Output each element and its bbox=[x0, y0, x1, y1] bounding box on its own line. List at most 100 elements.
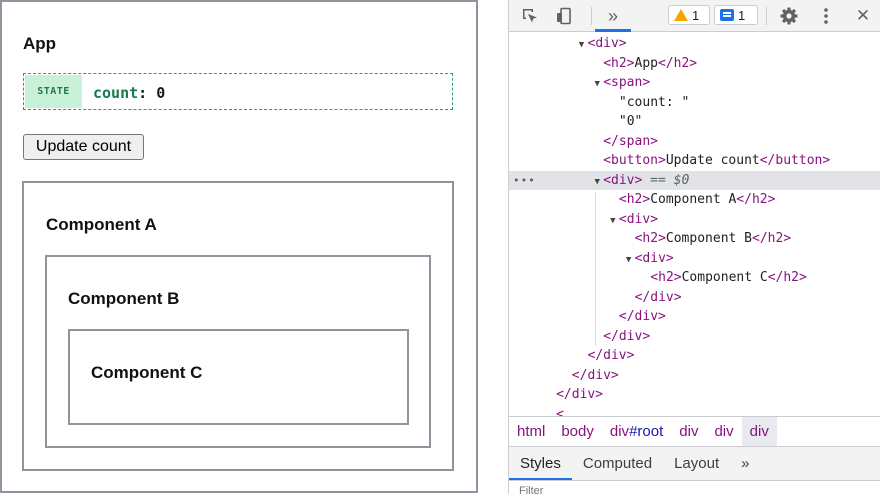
app-frame-border bbox=[0, 0, 478, 493]
dom-node-line[interactable]: <h2>App</h2> bbox=[509, 54, 880, 73]
devtools-panel: » 1 1 ✕ ▼<div><h2>App</h2>▼<span>"count:… bbox=[508, 0, 880, 496]
component-a-box bbox=[22, 181, 454, 471]
dom-node-line[interactable]: ▼<div> bbox=[509, 34, 880, 53]
state-colon: : bbox=[138, 84, 157, 102]
dom-node-content: </div> bbox=[623, 288, 682, 307]
html-tag: </h2> bbox=[657, 55, 698, 71]
node-text: "count: " bbox=[618, 94, 690, 110]
settings-gear-icon[interactable] bbox=[779, 6, 799, 26]
breadcrumb-item[interactable]: div#root bbox=[602, 417, 671, 446]
component-b-box bbox=[45, 255, 431, 448]
close-icon[interactable]: ✕ bbox=[855, 6, 871, 25]
html-tag: </div> bbox=[618, 309, 666, 324]
expand-triangle-icon[interactable]: ▼ bbox=[625, 254, 632, 265]
component-b-title: Component B bbox=[68, 289, 180, 308]
state-value: 0 bbox=[156, 84, 166, 102]
html-tag: </button> bbox=[759, 153, 831, 168]
dom-node-line[interactable]: </div> bbox=[509, 327, 880, 346]
html-tag: </div> bbox=[556, 387, 604, 402]
html-tag: </h2> bbox=[752, 231, 792, 246]
dom-node-line[interactable]: ▼<div> bbox=[509, 210, 880, 229]
html-tag: <h2> bbox=[618, 192, 651, 207]
dom-node-content: ▼<div> == $0 bbox=[591, 171, 689, 192]
indent-guide bbox=[595, 192, 596, 346]
dom-node-line[interactable]: </div> bbox=[509, 307, 880, 326]
html-tag: </div> bbox=[587, 348, 635, 363]
node-actions-dots[interactable]: ••• bbox=[513, 173, 536, 187]
warnings-count: 1 bbox=[692, 7, 700, 23]
messages-count: 1 bbox=[738, 7, 746, 23]
dom-node-line[interactable]: </div> bbox=[509, 288, 880, 307]
update-count-button[interactable]: Update count bbox=[23, 134, 144, 160]
expand-triangle-icon[interactable]: ▼ bbox=[594, 79, 600, 89]
dom-node-line[interactable]: ▼<div> bbox=[509, 249, 880, 268]
tab-layout[interactable]: Layout bbox=[674, 455, 720, 472]
html-tag: <div> bbox=[587, 36, 627, 51]
expand-triangle-icon[interactable]: ▼ bbox=[610, 215, 616, 226]
more-options-kebab-icon[interactable] bbox=[816, 6, 836, 26]
dom-node-content: <h2>Component C</h2> bbox=[638, 268, 807, 287]
more-tabs-chevron-icon[interactable]: » bbox=[607, 5, 618, 26]
html-tag: <h2> bbox=[603, 55, 635, 71]
html-tag: </span> bbox=[603, 133, 658, 149]
styles-panel-tabs: Styles Computed Layout » bbox=[509, 447, 880, 481]
dom-node-line[interactable]: </div> bbox=[509, 366, 880, 385]
dom-node-line[interactable]: ••• ▼<div> == $0 bbox=[509, 170, 880, 192]
dom-node-content: </div> bbox=[544, 385, 603, 404]
dom-node-line[interactable]: <h2>Component C</h2> bbox=[509, 268, 880, 287]
dom-node-content: "count: " bbox=[607, 93, 689, 112]
dom-node-line[interactable]: <button>Update count</button> bbox=[509, 151, 880, 170]
dom-node-content: </div> bbox=[560, 366, 619, 385]
breadcrumb-item[interactable]: div bbox=[706, 417, 741, 446]
device-toolbar-icon[interactable] bbox=[554, 6, 574, 26]
state-display: STATE count: 0 bbox=[23, 73, 453, 110]
dom-node-line[interactable]: </span> bbox=[509, 132, 880, 151]
breadcrumb-tag: body bbox=[561, 423, 594, 440]
styles-filter-input[interactable] bbox=[519, 486, 709, 496]
dom-node-content: </div> bbox=[607, 307, 666, 326]
dom-node-content: <button>Update count</button> bbox=[591, 151, 830, 170]
toolbar-separator bbox=[591, 7, 592, 25]
dom-node-line[interactable]: <h2>Component A</h2> bbox=[509, 190, 880, 209]
dom-node-content: <h2>App</h2> bbox=[591, 54, 697, 73]
html-tag: </div> bbox=[603, 328, 651, 344]
dom-node-content: ▼<div> bbox=[623, 249, 674, 270]
dom-node-content: <h2>Component A</h2> bbox=[607, 190, 776, 209]
warnings-badge[interactable]: 1 bbox=[668, 5, 710, 25]
dom-node-line[interactable]: "0" bbox=[509, 112, 880, 131]
breadcrumb-tag: div bbox=[749, 423, 769, 440]
tab-computed[interactable]: Computed bbox=[582, 455, 653, 472]
dom-node-line[interactable]: < bbox=[509, 405, 880, 417]
html-tag: <span> bbox=[603, 75, 651, 90]
dom-node-content: </div> bbox=[576, 346, 635, 365]
dom-node-content: ▼<span> bbox=[591, 73, 650, 94]
html-tag: <h2> bbox=[634, 231, 666, 246]
expand-triangle-icon[interactable]: ▼ bbox=[578, 40, 585, 50]
more-panels-chevron-icon[interactable]: » bbox=[741, 455, 750, 472]
expand-triangle-icon[interactable]: ▼ bbox=[594, 176, 600, 187]
dom-node-line[interactable]: </div> bbox=[509, 346, 880, 365]
dom-node-content: </span> bbox=[591, 132, 658, 151]
breadcrumb-item[interactable]: html bbox=[509, 417, 553, 446]
dom-node-line[interactable]: "count: " bbox=[509, 93, 880, 112]
component-a-title: Component A bbox=[46, 215, 157, 234]
dom-node-line[interactable]: <h2>Component B</h2> bbox=[509, 229, 880, 248]
messages-badge[interactable]: 1 bbox=[714, 5, 758, 25]
dom-node-line[interactable]: ▼<span> bbox=[509, 73, 880, 92]
breadcrumb-item[interactable]: div bbox=[671, 417, 706, 446]
dom-node-content: < bbox=[544, 405, 564, 417]
component-c-title: Component C bbox=[91, 363, 203, 382]
breadcrumb-tag: div bbox=[714, 423, 734, 440]
breadcrumb-tag: div bbox=[679, 423, 699, 440]
breadcrumb-id: #root bbox=[629, 423, 664, 440]
elements-dom-tree[interactable]: ▼<div><h2>App</h2>▼<span>"count: ""0"</s… bbox=[509, 32, 880, 416]
tab-styles[interactable]: Styles bbox=[509, 447, 572, 480]
dom-node-line[interactable]: </div> bbox=[509, 385, 880, 404]
html-tag: </h2> bbox=[736, 192, 776, 207]
message-icon bbox=[720, 9, 734, 21]
node-text: Component B bbox=[665, 231, 752, 246]
inspect-element-icon[interactable] bbox=[520, 6, 540, 26]
breadcrumb-item[interactable]: div bbox=[741, 417, 777, 446]
breadcrumb-item[interactable]: body bbox=[553, 417, 602, 446]
component-c-box bbox=[68, 329, 409, 425]
